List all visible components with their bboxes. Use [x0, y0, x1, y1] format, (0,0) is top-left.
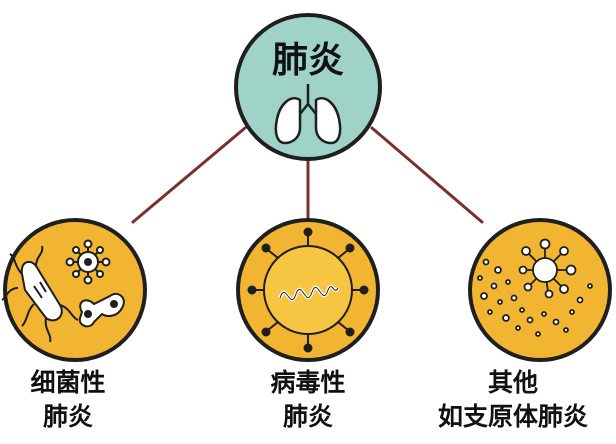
- connector-other: [370, 126, 484, 224]
- center-node: 肺炎: [234, 13, 382, 161]
- diplococcus-icon: [78, 292, 125, 328]
- other-label: 其他 如支原体肺炎: [410, 366, 616, 434]
- bacterial-label-line1: 细菌性: [30, 368, 106, 397]
- viral-label: 病毒性 肺炎: [240, 366, 376, 434]
- coccus-icon: [65, 239, 111, 285]
- viral-label-line2: 肺炎: [282, 402, 333, 431]
- mycoplasma-icon: [477, 238, 593, 337]
- connectors: [131, 126, 484, 226]
- bacterial-node: [1, 218, 147, 362]
- viral-node: [236, 218, 380, 362]
- virus-icon: [247, 227, 369, 353]
- connector-bacterial: [131, 126, 247, 224]
- other-label-line1: 其他: [487, 368, 538, 397]
- particle-dots: [477, 258, 593, 337]
- center-title: 肺炎: [272, 40, 344, 81]
- lungs-icon: [274, 84, 342, 145]
- other-node: [468, 218, 612, 362]
- other-label-line2: 如支原体肺炎: [437, 402, 588, 431]
- bacteria-icon: [1, 239, 125, 343]
- bacterial-label-line2: 肺炎: [42, 402, 93, 431]
- other-circle: [468, 218, 612, 362]
- bacterial-label: 细菌性 肺炎: [0, 366, 136, 434]
- viral-label-line1: 病毒性: [270, 368, 346, 397]
